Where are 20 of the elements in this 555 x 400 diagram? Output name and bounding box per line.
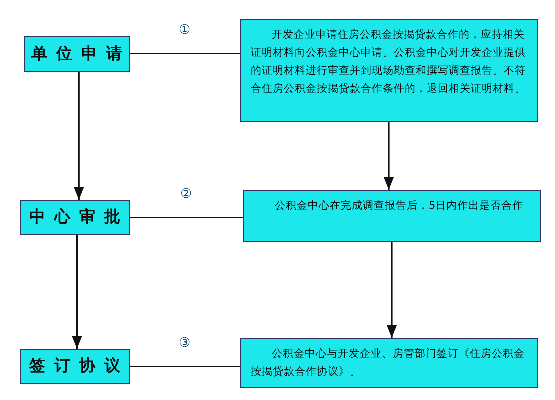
step-title: 签订协议 [30, 356, 130, 377]
description-text: 公积金中心与开发企业、房管部门签订《住房公积金按揭贷款合作协议》。 [251, 347, 526, 380]
edge-label: ③ [179, 336, 191, 350]
description-text: 开发企业申请住房公积金按揭贷款合作的，应持相关证明材料向公积金中心申请。公积金中心对开发企业提供的证明材料进行审查并到现场勘查和撰写调查报告。不符合住房公积金按揭贷款合作条件的，退回相关证明材料。 [251, 28, 527, 97]
process-box [240, 19, 538, 122]
arrow [386, 242, 398, 338]
process-box [240, 338, 538, 388]
connector-line [130, 366, 240, 367]
arrow [74, 72, 84, 200]
step-title: 中心审批 [30, 207, 130, 228]
description-text: 公积金中心在完成调查报告后，5日内作出是否合作 [274, 199, 524, 214]
arrow [384, 122, 394, 190]
process-box [20, 200, 130, 235]
process-box [243, 190, 541, 242]
process-box [20, 349, 130, 384]
process-box [24, 36, 130, 72]
connector-line [130, 217, 244, 218]
arrow [72, 235, 82, 349]
step-title: 单位申请 [32, 44, 132, 64]
edge-label: ② [180, 188, 192, 202]
